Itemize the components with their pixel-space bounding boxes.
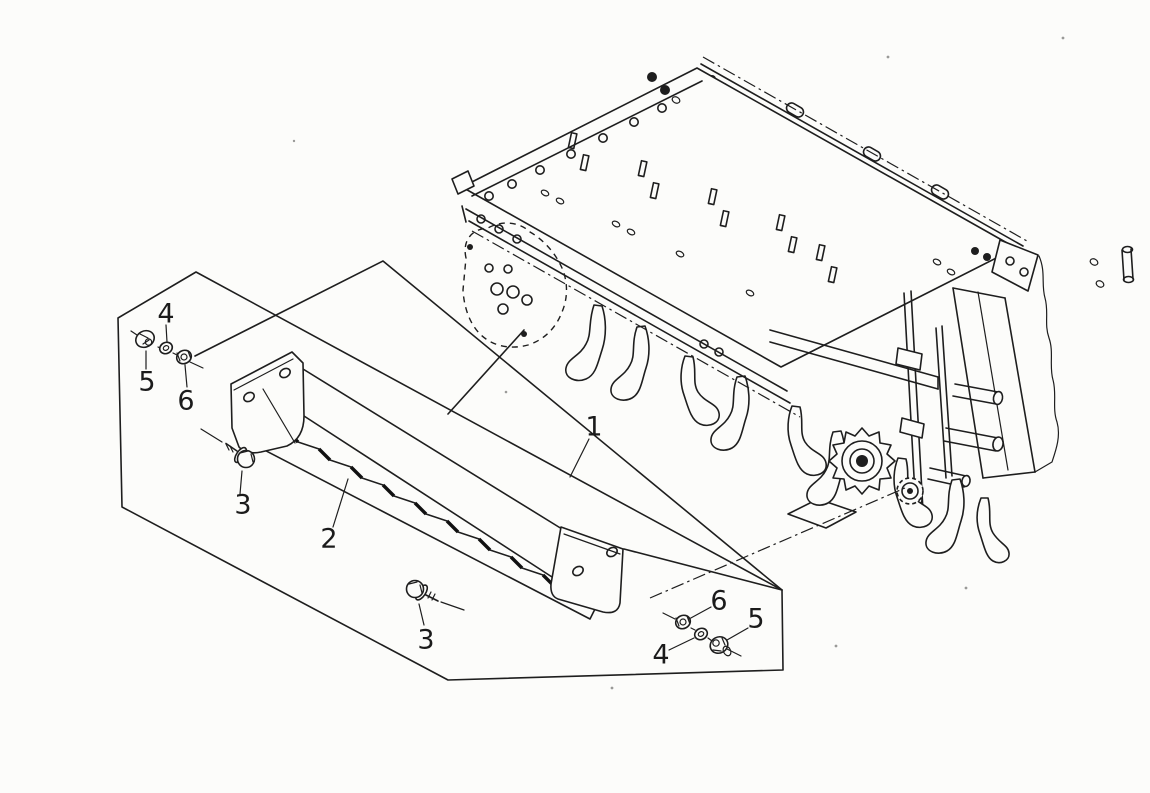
- part-callout-6-left: 6: [177, 385, 195, 417]
- detail-boundary: [117, 260, 906, 681]
- left-side-plate-phantom: [462, 222, 568, 348]
- fastener-set-left: [130, 329, 204, 369]
- vertical-struts: [895, 290, 953, 514]
- part-callout-6-right: 6: [710, 585, 728, 617]
- part-callout-3-left: 3: [234, 489, 252, 521]
- deck-holes: [540, 189, 956, 297]
- part-callout-5-right: 5: [747, 603, 765, 635]
- tiller-tines: [565, 304, 1010, 564]
- machine-illustration: [451, 56, 1135, 564]
- right-side-frame: [952, 255, 1060, 479]
- flange-bolt-left-part3: [200, 428, 256, 469]
- front-rail: [461, 205, 801, 418]
- stub-cylinders: [927, 383, 1004, 488]
- sprocket: [828, 427, 924, 505]
- part-callout-1: 1: [585, 411, 603, 443]
- skid-plate: [787, 498, 857, 529]
- rear-channel: [769, 329, 939, 390]
- part-callout-4-left: 4: [157, 298, 175, 330]
- bolt-5-left: [135, 329, 155, 349]
- washer-4-left: [158, 341, 174, 355]
- part-callout-4-right: 4: [652, 639, 670, 671]
- part-callout-5-left: 5: [138, 366, 156, 398]
- exploded-view: [117, 260, 906, 681]
- fastener-set-right: [662, 612, 742, 657]
- top-deck: [451, 67, 1039, 368]
- right-edge-pin: [1089, 245, 1135, 288]
- part-callout-2: 2: [320, 523, 338, 555]
- right-bracket: [550, 526, 624, 614]
- scraper-bar-part1: [230, 351, 624, 614]
- washer-4-right: [693, 627, 709, 641]
- flange-bolt-right-part3: [405, 579, 465, 611]
- part-callout-3-right: 3: [417, 624, 435, 656]
- serrated-blade-part2: [246, 420, 597, 620]
- deck-tabs: [567, 131, 838, 284]
- left-bracket: [230, 351, 305, 454]
- callout-leaders: [145, 324, 749, 651]
- paper-specks: [292, 36, 1065, 690]
